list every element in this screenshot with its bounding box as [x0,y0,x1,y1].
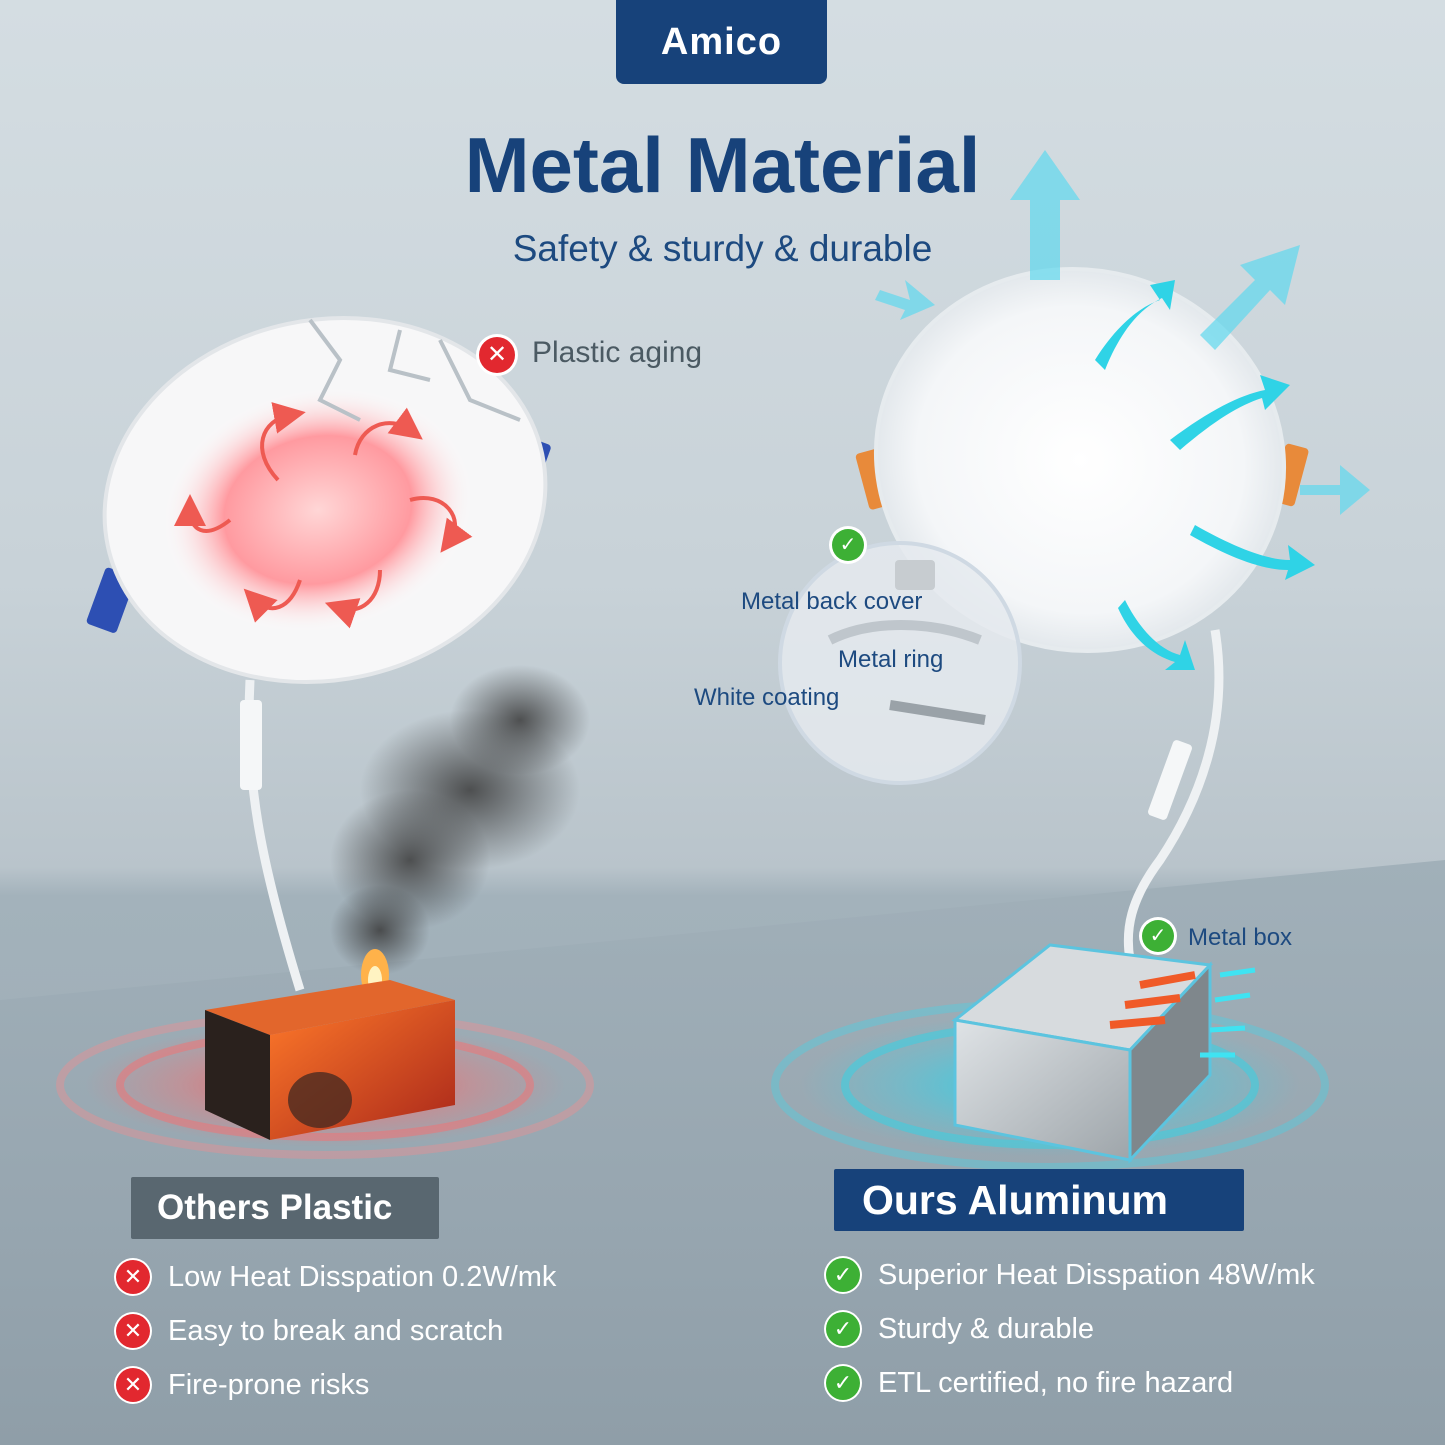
brand-logo: Amico [660,20,783,63]
list-item-label: Sturdy & durable [878,1312,1095,1345]
left-cable-connector [240,700,262,790]
check-mark-icon: ✓ [826,1366,860,1400]
ours-aluminum-tag: Ours Aluminum [834,1169,1244,1231]
list-item: ✓ Superior Heat Disspation 48W/mk [826,1248,1315,1302]
page-title: Metal Material [464,121,981,209]
list-item: ✓ ETL certified, no fire hazard [826,1356,1315,1410]
right-cable-connector [1148,740,1192,820]
plastic-aging-label: Plastic aging [532,336,703,369]
check-mark-icon: ✓ [826,1312,860,1346]
list-item-label: Low Heat Disspation 0.2W/mk [168,1260,557,1293]
aluminum-benefits-list: ✓ Superior Heat Disspation 48W/mk ✓ Stur… [826,1248,1315,1410]
callout-metal-ring: Metal ring [838,646,944,673]
check-mark-icon: ✓ [826,1258,860,1292]
list-item-label: ETL certified, no fire hazard [878,1366,1234,1399]
check-mark-icon: ✓ [1142,920,1174,952]
plastic-downlight [86,315,551,685]
x-mark-icon: ✕ [116,1368,150,1402]
callout-white-coating: White coating [694,684,840,711]
right-cable [1123,629,1224,961]
list-item-label: Superior Heat Disspation 48W/mk [878,1258,1315,1291]
list-item-label: Fire-prone risks [168,1368,370,1401]
list-item: ✕ Easy to break and scratch [116,1304,556,1358]
callout-metal-back-cover: Metal back cover [741,588,923,615]
plastic-drawbacks-list: ✕ Low Heat Disspation 0.2W/mk ✕ Easy to … [116,1250,556,1412]
check-mark-icon: ✓ [832,529,864,561]
x-mark-icon: ✕ [479,337,515,373]
heat-dissipation-arrows [875,150,1370,670]
smoke-cloud [330,665,590,975]
list-item: ✓ Sturdy & durable [826,1302,1315,1356]
x-mark-icon: ✕ [116,1314,150,1348]
list-item-label: Easy to break and scratch [168,1314,504,1347]
metal-downlight [855,266,1309,654]
detail-magnifier [778,541,1022,785]
list-item: ✕ Low Heat Disspation 0.2W/mk [116,1250,556,1304]
plastic-junction-box [205,980,455,1140]
others-plastic-tag: Others Plastic [131,1177,439,1239]
metal-junction-box [951,943,1256,1164]
page-subtitle: Safety & sturdy & durable [512,228,933,269]
list-item: ✕ Fire-prone risks [116,1358,556,1412]
brand-logo-box: Amico [616,0,827,84]
callout-metal-box: Metal box [1188,924,1293,951]
x-mark-icon: ✕ [116,1260,150,1294]
